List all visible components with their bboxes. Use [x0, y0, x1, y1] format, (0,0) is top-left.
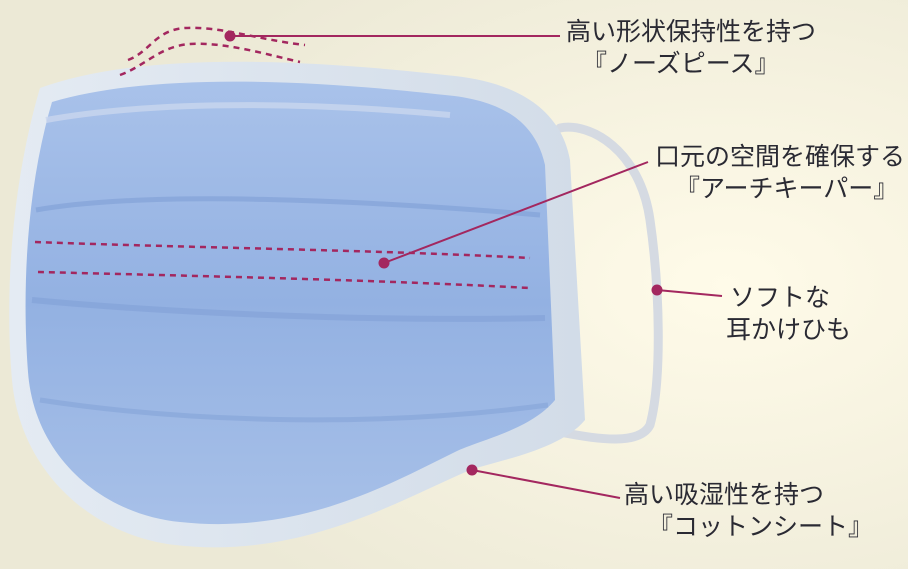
callout-line: 耳かけひも: [726, 314, 851, 346]
callout-arch-keeper: 口元の空間を確保する 『アーチキーパー』: [655, 141, 905, 205]
callout-cotton-sheet: 高い吸湿性を持つ 『コットンシート』: [624, 479, 873, 543]
callout-line: ソフトな: [730, 282, 851, 314]
callout-nose-piece: 高い形状保持性を持つ 『ノーズピース』: [566, 16, 816, 80]
arch-keeper-dot: [379, 258, 390, 269]
cotton-sheet-dot: [467, 465, 478, 476]
ear-loop-dot: [652, 285, 663, 296]
callout-line: 『コットンシート』: [624, 511, 873, 543]
callout-line: 口元の空間を確保する: [655, 141, 905, 173]
callout-line: 『ノーズピース』: [566, 48, 816, 80]
callout-line: 高い吸湿性を持つ: [624, 479, 873, 511]
callout-line: 『アーチキーパー』: [655, 173, 905, 205]
nose-piece-dot: [225, 31, 236, 42]
callout-line: 高い形状保持性を持つ: [566, 16, 816, 48]
callout-ear-loop: ソフトな 耳かけひも: [730, 282, 851, 346]
